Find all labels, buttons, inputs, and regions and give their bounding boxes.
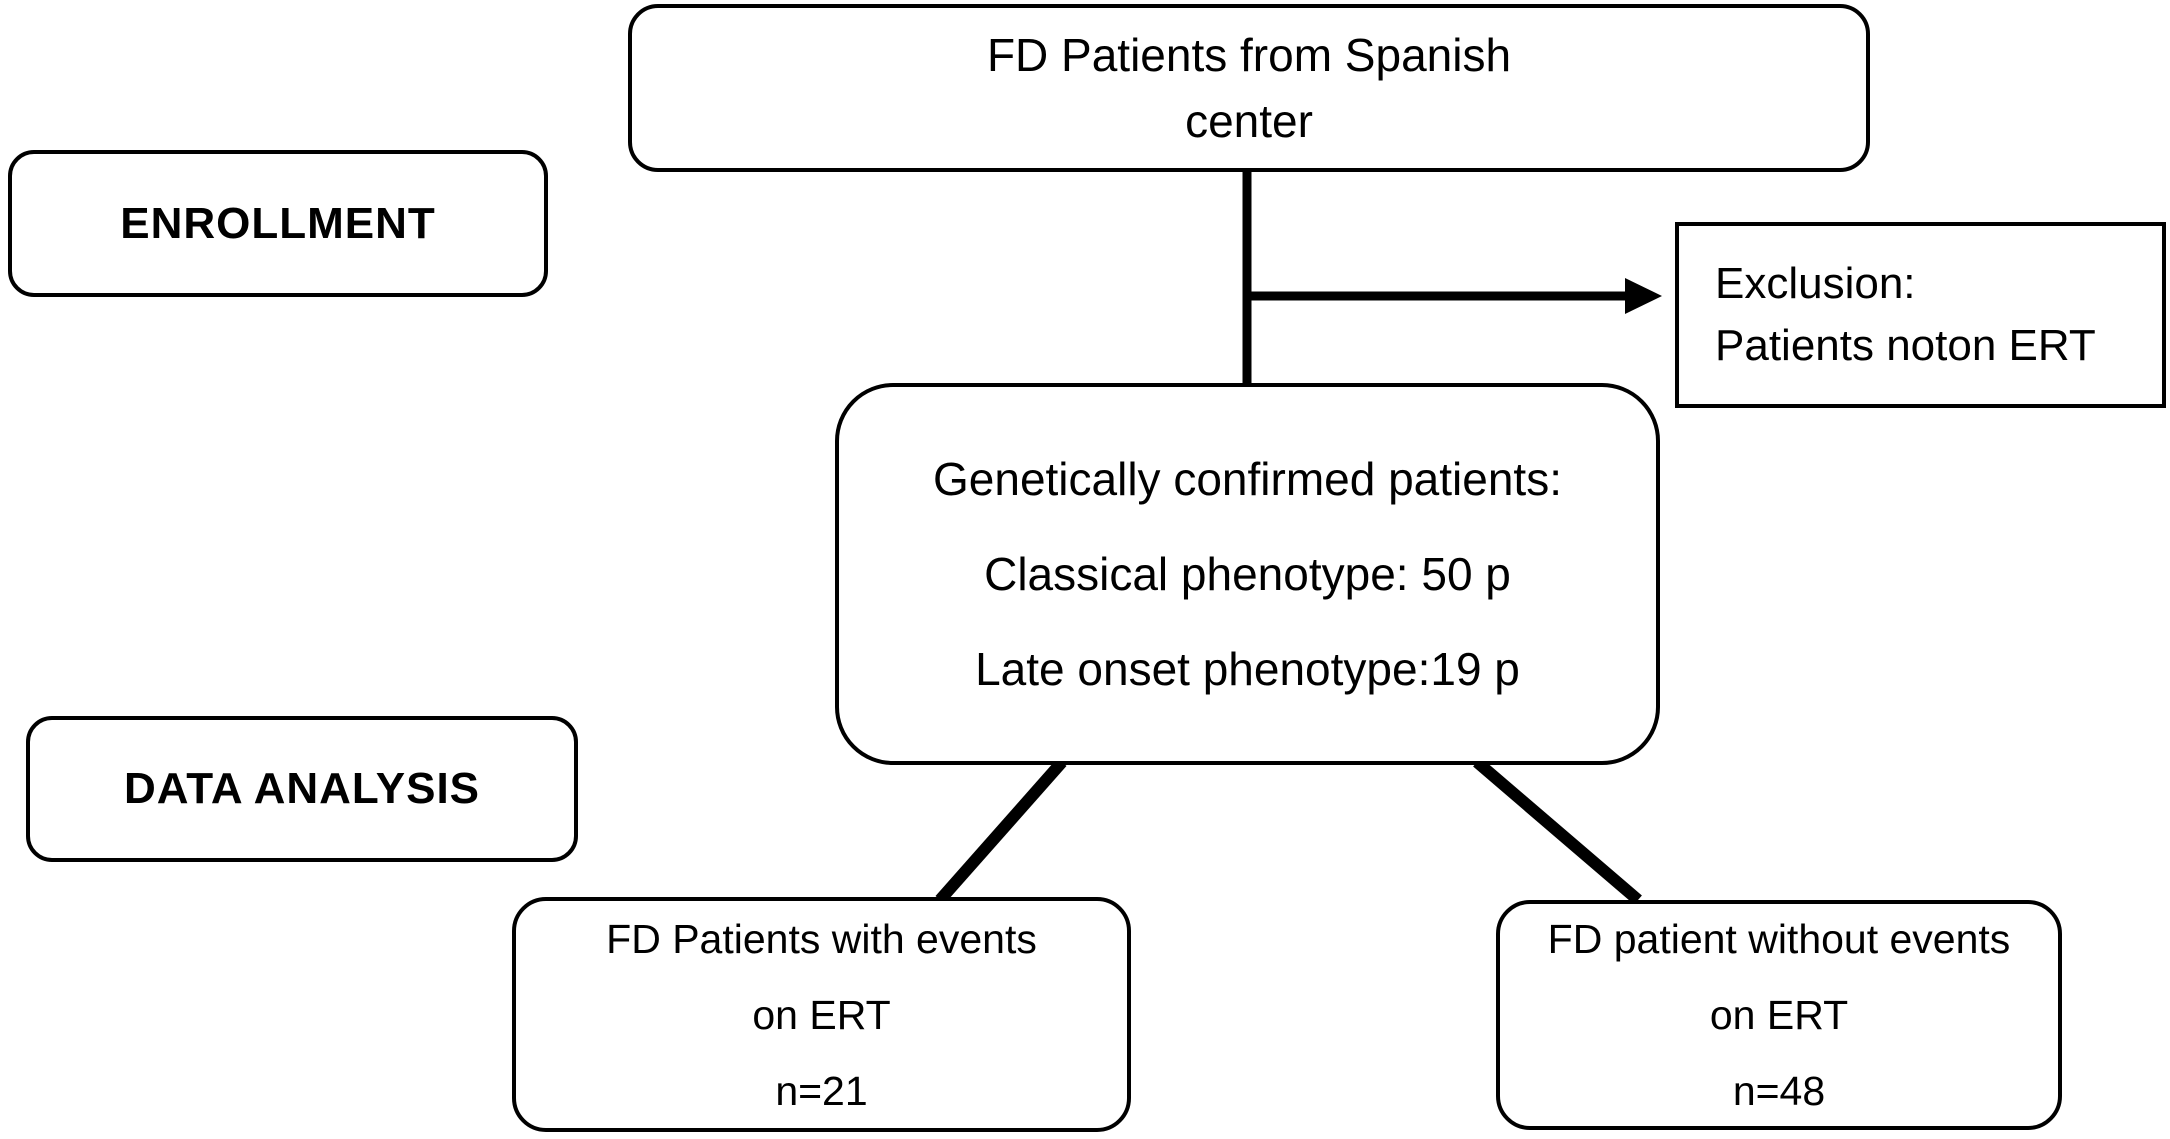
node-exclusion: Exclusion: Patients noton ERT	[1675, 222, 2166, 408]
node-text-line: Exclusion:	[1715, 259, 1916, 308]
node-text-line: FD patient without events	[1547, 916, 2011, 962]
node-confirmed-patients: Genetically confirmed patients: Classica…	[835, 383, 1660, 765]
node-data-analysis-label: DATA ANALYSIS	[26, 716, 578, 862]
node-without-events: FD patient without events on ERT n=48	[1496, 900, 2062, 1130]
node-text-line: Late onset phenotype:19 p	[975, 642, 1520, 695]
node-source-population: FD Patients from Spanish center	[628, 4, 1870, 172]
node-text-line: on ERT	[752, 991, 891, 1038]
node-text-line: on ERT	[1709, 992, 1849, 1038]
phase-label-text: ENROLLMENT	[120, 198, 436, 248]
phase-label-text: DATA ANALYSIS	[123, 764, 481, 813]
node-with-events: FD Patients with events on ERT n=21	[512, 897, 1131, 1132]
node-text-line: Classical phenotype: 50 p	[984, 547, 1511, 600]
node-text-line: n=21	[775, 1067, 868, 1114]
node-text-line: FD Patients from Spanish	[986, 29, 1512, 81]
node-text-line: center	[1185, 95, 1313, 147]
node-text-line: Genetically confirmed patients:	[933, 452, 1562, 505]
exclusion-arrowhead-icon	[1625, 278, 1662, 314]
connector-confirmed-to-with-events	[935, 758, 1067, 904]
node-text-line: n=48	[1732, 1068, 1826, 1114]
node-enrollment-label: ENROLLMENT	[8, 150, 548, 297]
node-text-line: Patients noton ERT	[1715, 321, 2096, 370]
node-text-line: FD Patients with events	[606, 915, 1037, 962]
connector-confirmed-to-without-events	[1473, 757, 1642, 905]
